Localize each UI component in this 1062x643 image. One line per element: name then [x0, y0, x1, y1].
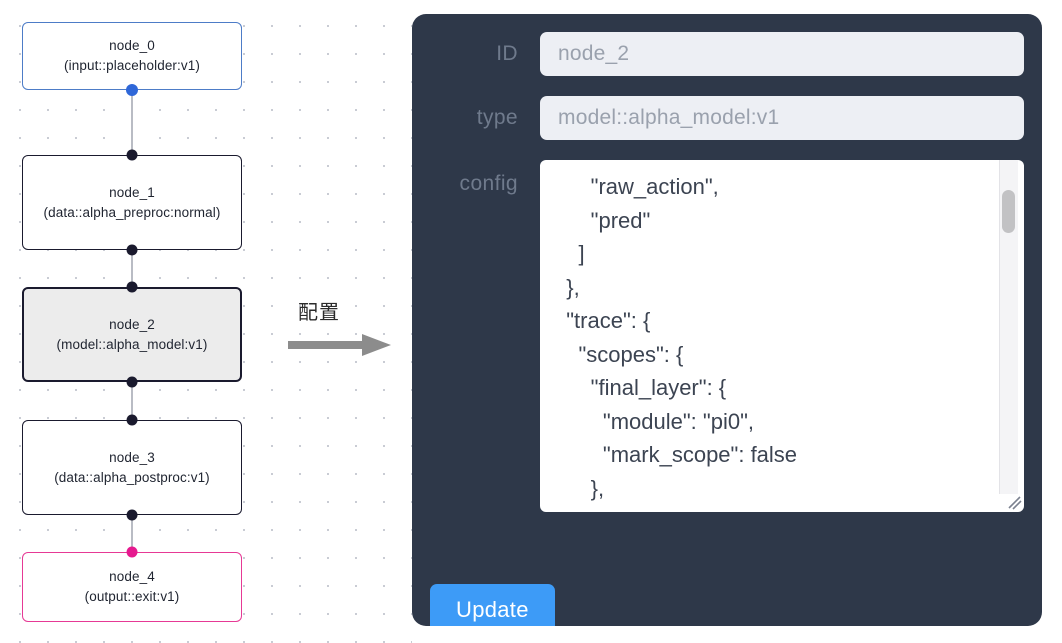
- id-input[interactable]: [540, 32, 1024, 76]
- right-arrow-icon: [288, 334, 391, 356]
- node-handle-target-node_4[interactable]: [126, 546, 138, 558]
- node-id-label: node_2: [109, 316, 155, 332]
- edge-node_3-to-node_4[interactable]: [131, 515, 133, 552]
- transition-annotation: 配置: [288, 296, 396, 366]
- node-inspector-panel: ID type config "raw_action", "pred" ] },…: [412, 14, 1042, 626]
- node-id-label: node_1: [109, 184, 155, 200]
- graph-node-node_3[interactable]: node_3(data::alpha_postproc:v1): [22, 420, 242, 515]
- node-handle-source-node_1[interactable]: [126, 244, 138, 256]
- node-handle-source-node_2[interactable]: [126, 376, 138, 388]
- node-type-label: (output::exit:v1): [84, 589, 180, 604]
- config-scrollbar-track[interactable]: [999, 160, 1018, 494]
- node-id-label: node_4: [109, 569, 155, 584]
- node-type-label: (data::alpha_preproc:normal): [43, 204, 221, 220]
- node-handle-target-node_1[interactable]: [126, 149, 138, 161]
- node-type-label: (model::alpha_model:v1): [56, 336, 208, 352]
- graph-node-node_1[interactable]: node_1(data::alpha_preproc:normal): [22, 155, 242, 250]
- config-field-row: config "raw_action", "pred" ] }, "trace"…: [430, 160, 1024, 512]
- id-field-row: ID: [430, 32, 1024, 76]
- type-input[interactable]: [540, 96, 1024, 140]
- node-type-label: (input::placeholder:v1): [64, 58, 200, 73]
- graph-node-node_2[interactable]: node_2(model::alpha_model:v1): [22, 287, 242, 382]
- type-field-row: type: [430, 96, 1024, 140]
- edge-node_0-to-node_1[interactable]: [131, 90, 133, 155]
- config-editor[interactable]: "raw_action", "pred" ] }, "trace": { "sc…: [540, 160, 1024, 512]
- node-handle-target-node_3[interactable]: [126, 414, 138, 426]
- node-handle-source-node_3[interactable]: [126, 509, 138, 521]
- edge-node_2-to-node_3[interactable]: [131, 382, 133, 420]
- node-handle-source-node_0[interactable]: [126, 84, 138, 96]
- graph-node-node_0[interactable]: node_0(input::placeholder:v1): [22, 22, 242, 90]
- node-id-label: node_3: [109, 449, 155, 465]
- node-graph-canvas[interactable]: node_0(input::placeholder:v1)node_1(data…: [0, 0, 412, 643]
- node-id-label: node_0: [109, 38, 155, 53]
- config-textarea[interactable]: "raw_action", "pred" ] }, "trace": { "sc…: [540, 160, 1024, 512]
- config-scrollbar-thumb[interactable]: [1002, 190, 1015, 233]
- type-label: type: [476, 106, 518, 129]
- graph-node-node_4[interactable]: node_4(output::exit:v1): [22, 552, 242, 622]
- update-button[interactable]: Update: [430, 584, 555, 626]
- transition-label: 配置: [298, 300, 340, 324]
- config-label: config: [459, 172, 518, 195]
- edge-node_1-to-node_2[interactable]: [131, 250, 133, 287]
- resize-grip-icon[interactable]: [1006, 494, 1022, 510]
- id-label: ID: [496, 42, 518, 65]
- node-type-label: (data::alpha_postproc:v1): [54, 469, 210, 485]
- node-handle-target-node_2[interactable]: [126, 281, 138, 293]
